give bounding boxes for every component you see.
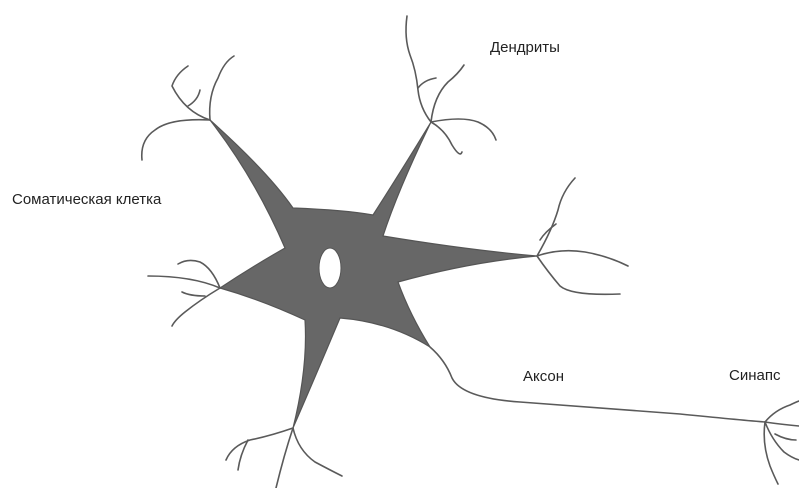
dendrite-bottom: [226, 428, 342, 488]
soma-label: Соматическая клетка: [12, 192, 161, 207]
axon-label: Аксон: [523, 369, 564, 384]
dendrite-upper-left: [142, 56, 234, 160]
synapse-terminals: [764, 401, 799, 484]
dendrite-top: [406, 16, 496, 154]
dendrites-label: Дендриты: [490, 40, 560, 55]
cell-body: [210, 120, 537, 428]
nucleus: [319, 248, 341, 288]
synapse-label: Синапс: [729, 368, 780, 383]
dendrite-left: [148, 260, 220, 326]
dendrite-right: [537, 178, 628, 294]
axon-line: [430, 347, 765, 422]
